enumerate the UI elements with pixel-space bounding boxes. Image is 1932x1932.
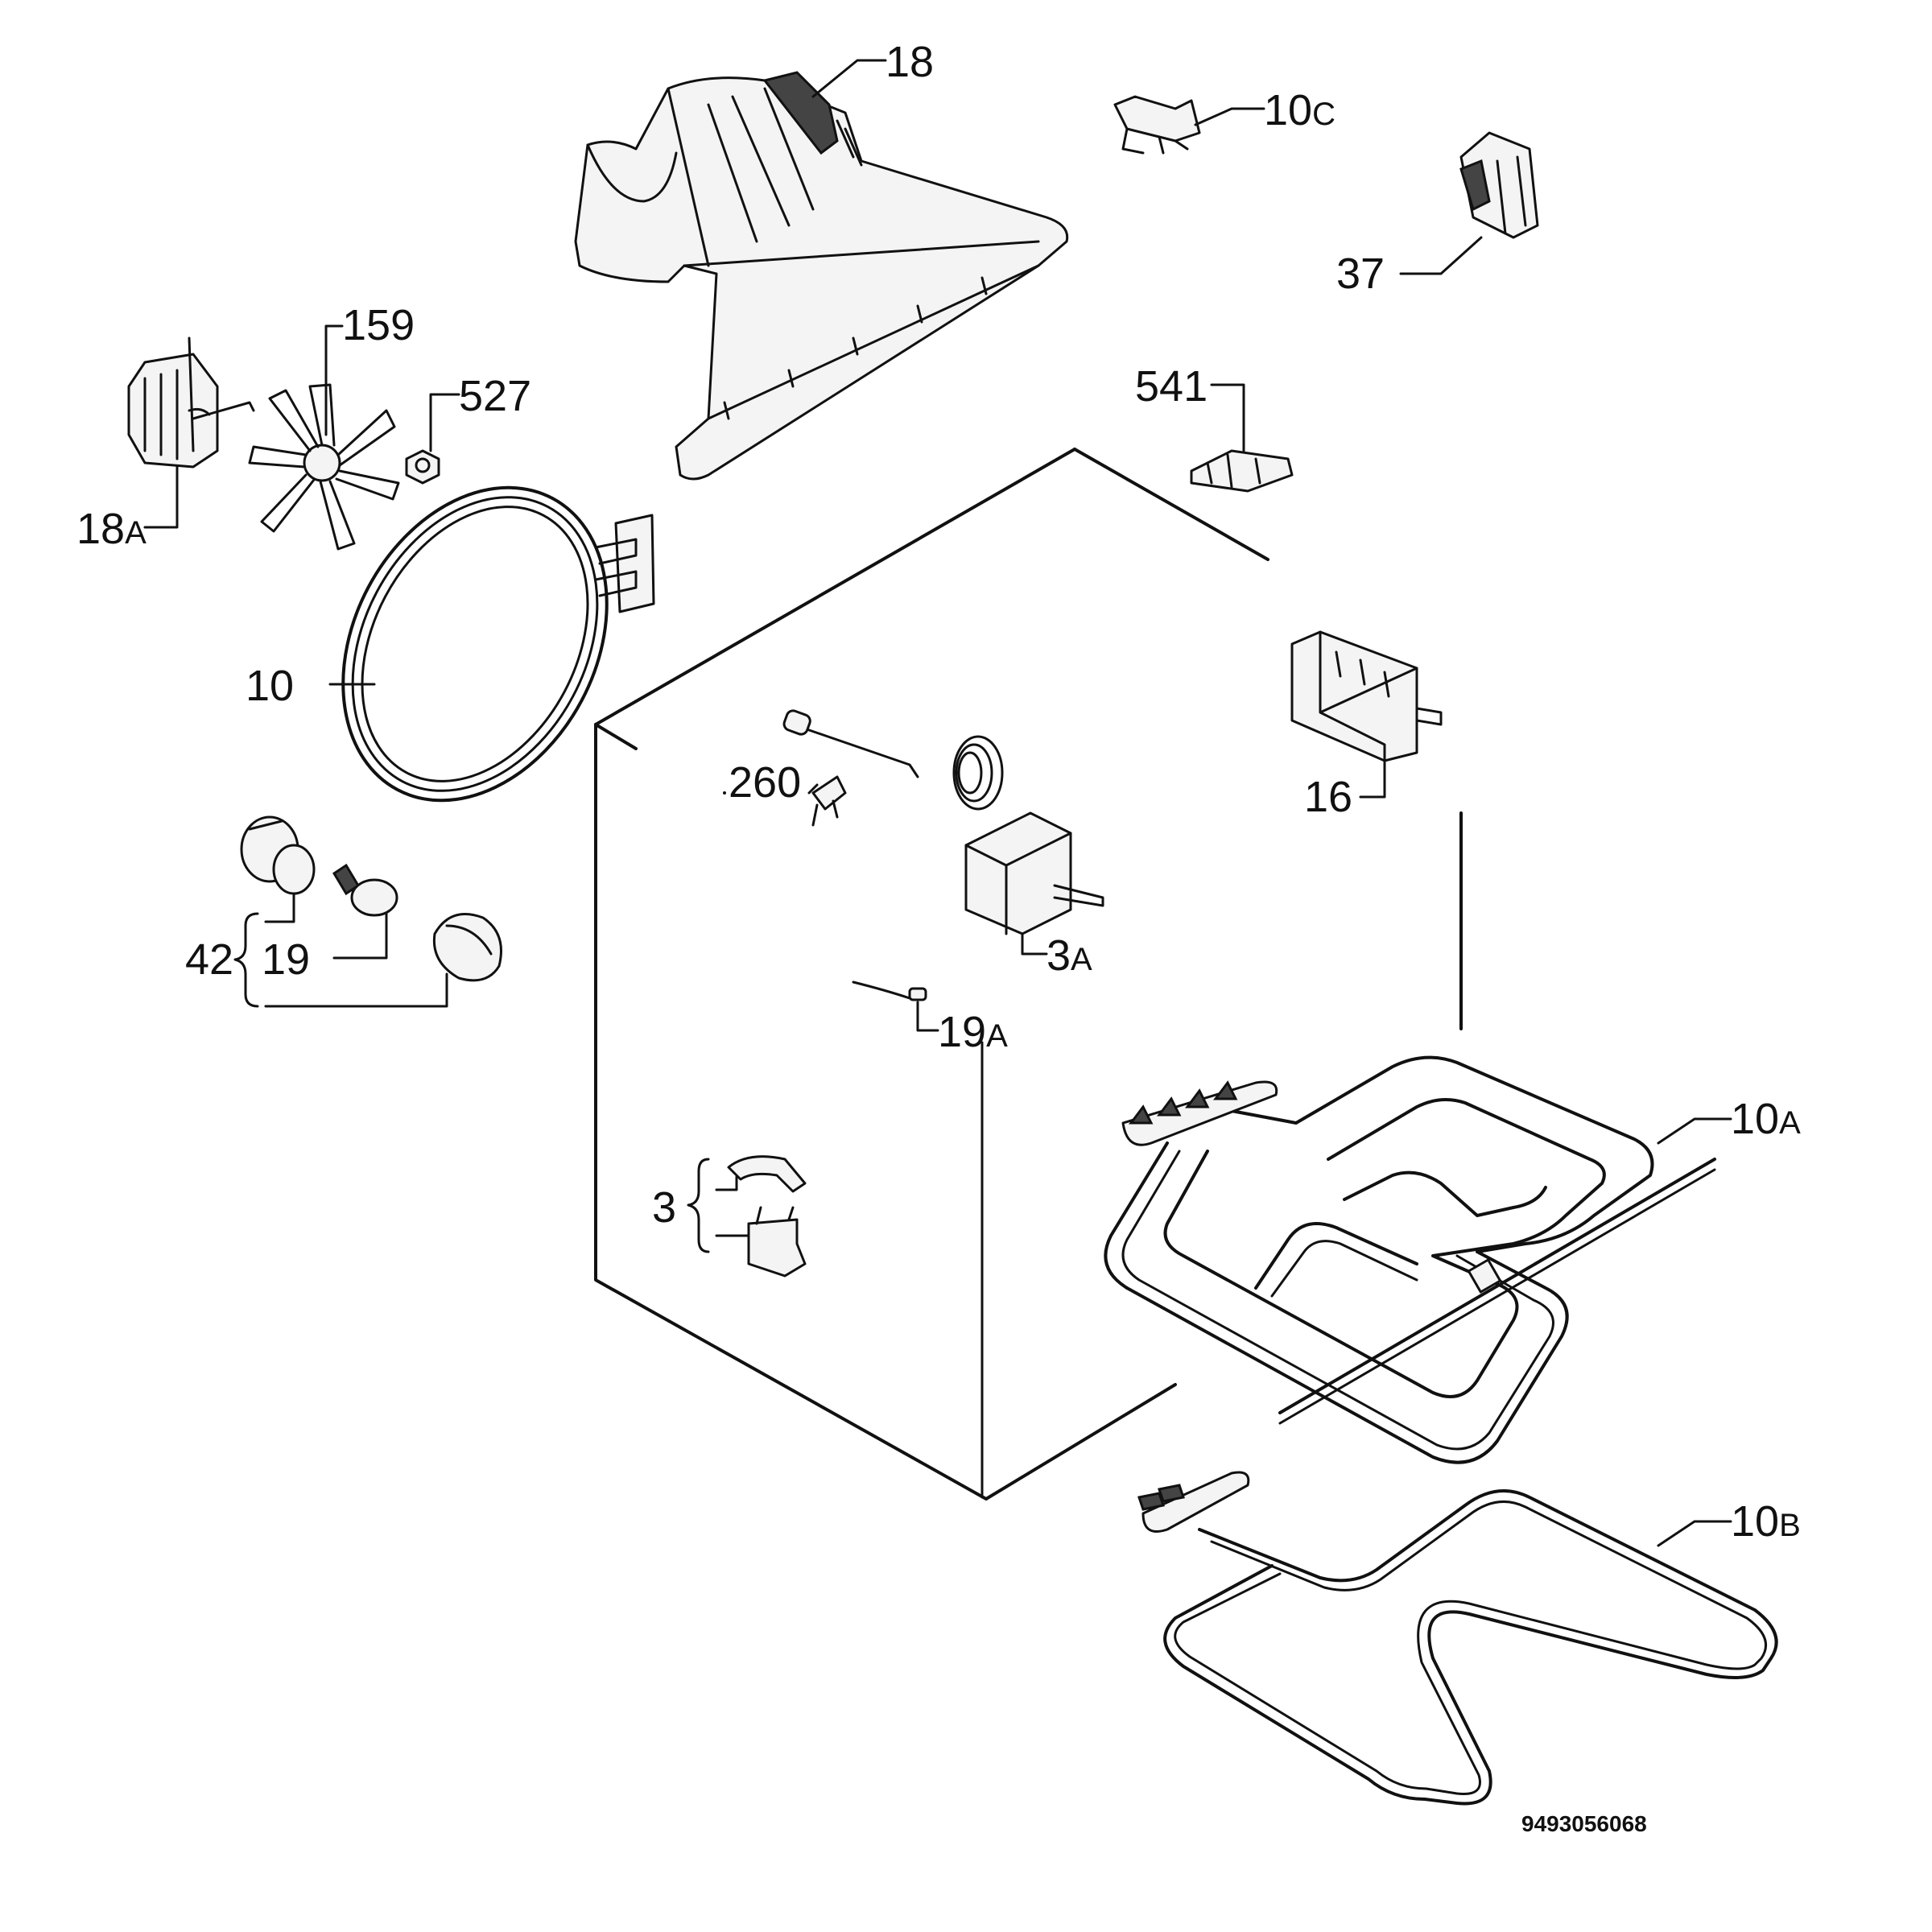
connector-part-541	[1190, 449, 1294, 493]
brace-3	[687, 1158, 710, 1253]
leader-line-3-upper	[715, 1175, 738, 1191]
leader-line-19	[332, 912, 388, 960]
leader-line-260	[807, 783, 819, 795]
leader-line-527	[429, 393, 460, 452]
leader-line-18a	[143, 465, 179, 529]
label-10c: 10C	[1264, 86, 1335, 134]
fan-cover-part-18	[574, 71, 1069, 481]
label-19a: 19A	[938, 1008, 1008, 1056]
fan-motor-part-18a	[127, 336, 255, 469]
clip-part-3-upper	[727, 1155, 807, 1193]
leader-line-18	[811, 59, 887, 98]
bulb-part-19	[332, 863, 398, 917]
leader-line-42-socket	[264, 892, 295, 923]
leader-line-159	[324, 324, 344, 436]
terminal-part-10c	[1113, 95, 1201, 155]
bottom-element-part-10b	[1137, 1471, 1778, 1806]
label-10: 10	[246, 662, 294, 710]
clip-part-260	[811, 775, 847, 827]
leader-line-42-cover	[264, 972, 448, 1008]
document-number: 9493056068	[1521, 1811, 1647, 1836]
leader-line-541	[1210, 383, 1245, 452]
leader-line-10b	[1657, 1520, 1732, 1547]
label-260: 260	[729, 758, 801, 807]
leader-line-3a	[1021, 932, 1048, 956]
label-3a: 3A	[1046, 931, 1092, 980]
circular-element-part-10	[341, 485, 655, 803]
lamp-socket-part	[240, 815, 316, 895]
label-10b: 10B	[1731, 1497, 1801, 1546]
label-18a: 18A	[76, 505, 147, 553]
leader-line-10c	[1194, 107, 1265, 126]
nut-part-527	[405, 449, 440, 485]
dot-marker	[723, 791, 726, 795]
leader-line-10a	[1657, 1117, 1732, 1145]
oven-cavity-outline	[594, 448, 1463, 1501]
wire-part-19a	[852, 980, 927, 1001]
leader-line-37	[1399, 236, 1483, 275]
brace-42	[233, 912, 259, 1008]
selector-switch-part-16	[1290, 630, 1443, 762]
label-3: 3	[652, 1183, 676, 1232]
label-42: 42	[185, 935, 233, 984]
label-18: 18	[886, 38, 934, 86]
label-541: 541	[1135, 362, 1208, 411]
switch-part-37	[1459, 131, 1539, 239]
lamp-cover-part	[432, 913, 502, 982]
fan-blade-part-159	[248, 383, 400, 551]
label-10a: 10A	[1731, 1095, 1801, 1143]
label-16: 16	[1304, 773, 1352, 821]
leader-line-19a	[916, 1001, 939, 1032]
grill-element-part-10a	[1104, 1055, 1716, 1464]
thermostat-part-3a	[782, 709, 1104, 935]
leader-line-16	[1359, 759, 1386, 799]
label-19: 19	[262, 935, 310, 984]
label-37: 37	[1336, 250, 1385, 298]
clip-part-3-lower	[747, 1206, 807, 1278]
label-159: 159	[342, 301, 415, 349]
label-527: 527	[459, 372, 531, 420]
